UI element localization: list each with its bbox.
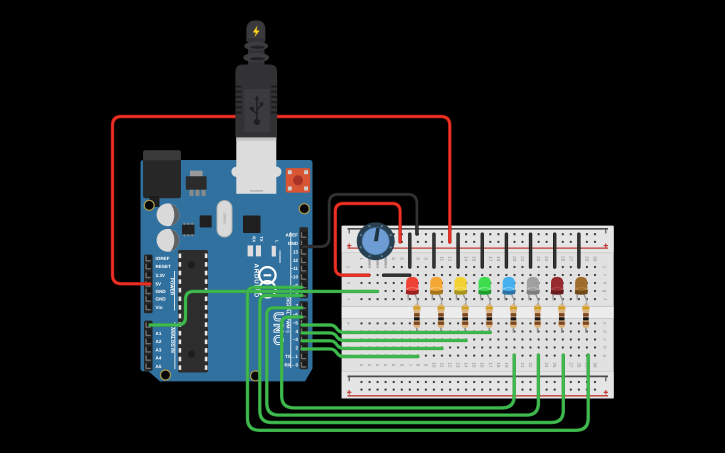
svg-text:14: 14 xyxy=(464,256,469,262)
svg-text:TX: TX xyxy=(259,236,264,242)
svg-text:12: 12 xyxy=(293,258,299,263)
svg-text:POWER: POWER xyxy=(169,278,174,296)
svg-text:j: j xyxy=(346,265,351,267)
svg-text:3: 3 xyxy=(375,364,380,367)
svg-text:17: 17 xyxy=(488,362,493,368)
svg-text:j: j xyxy=(602,265,607,267)
svg-text:GND: GND xyxy=(156,289,167,294)
svg-text:17: 17 xyxy=(488,256,493,262)
svg-text:26: 26 xyxy=(560,256,565,262)
svg-text:A3: A3 xyxy=(156,347,162,352)
svg-text:~3: ~3 xyxy=(293,337,299,342)
svg-text:16: 16 xyxy=(480,362,485,368)
svg-text:15: 15 xyxy=(472,256,477,262)
svg-text:8: 8 xyxy=(415,364,420,367)
svg-text:A4: A4 xyxy=(156,356,162,361)
svg-text:e: e xyxy=(602,322,607,325)
svg-text:i: i xyxy=(602,274,607,275)
svg-text:4: 4 xyxy=(383,364,388,367)
svg-text:29: 29 xyxy=(584,256,589,262)
svg-text:b: b xyxy=(602,346,607,349)
svg-text:Vin: Vin xyxy=(156,305,163,310)
svg-text:11: 11 xyxy=(440,256,445,261)
svg-text:16MHZ: 16MHZ xyxy=(223,213,227,226)
svg-text:GND: GND xyxy=(288,241,299,246)
svg-text:27: 27 xyxy=(568,256,573,262)
svg-text:d: d xyxy=(602,330,607,333)
svg-text:18: 18 xyxy=(496,362,501,368)
svg-text:TX→1: TX→1 xyxy=(285,354,298,359)
svg-text:GND: GND xyxy=(156,297,167,302)
svg-text:10: 10 xyxy=(431,362,436,368)
svg-text:ARDUINO: ARDUINO xyxy=(253,264,260,298)
svg-text:f: f xyxy=(602,298,607,300)
svg-text:18: 18 xyxy=(496,256,501,262)
svg-text:12: 12 xyxy=(448,256,453,262)
svg-text:9: 9 xyxy=(423,257,428,260)
svg-text:3.3V: 3.3V xyxy=(156,273,166,278)
svg-text:24: 24 xyxy=(544,362,549,368)
svg-text:1: 1 xyxy=(359,364,364,367)
svg-text:DIGITAL (PWM~): DIGITAL (PWM~) xyxy=(285,297,290,334)
svg-text:h: h xyxy=(602,282,607,285)
svg-text:A5: A5 xyxy=(156,364,162,369)
svg-text:25: 25 xyxy=(552,362,557,368)
svg-text:22: 22 xyxy=(528,362,533,368)
svg-text:RX: RX xyxy=(251,236,256,242)
svg-text:23: 23 xyxy=(536,256,541,262)
svg-text:1: 1 xyxy=(359,257,364,260)
svg-text:ANALOG IN: ANALOG IN xyxy=(170,327,175,353)
svg-text:12: 12 xyxy=(448,362,453,368)
svg-text:f: f xyxy=(346,298,351,300)
svg-text:24: 24 xyxy=(544,256,549,262)
svg-text:9: 9 xyxy=(423,364,428,367)
svg-text:6: 6 xyxy=(399,257,404,260)
svg-text:5V: 5V xyxy=(156,281,163,286)
svg-text:g: g xyxy=(602,290,607,293)
svg-text:A1: A1 xyxy=(156,331,162,336)
svg-text:13: 13 xyxy=(456,362,461,368)
svg-text:21: 21 xyxy=(520,256,525,262)
svg-text:~6: ~6 xyxy=(293,312,299,317)
svg-text:A2: A2 xyxy=(156,339,162,344)
svg-text:c: c xyxy=(602,338,607,341)
svg-text:e: e xyxy=(346,322,351,325)
svg-text:~11: ~11 xyxy=(290,266,298,271)
svg-text:28: 28 xyxy=(576,362,581,368)
svg-text:IOREF: IOREF xyxy=(156,256,170,261)
svg-text:L: L xyxy=(274,240,279,243)
svg-text:8: 8 xyxy=(415,257,420,260)
svg-text:30: 30 xyxy=(593,256,598,262)
svg-text:RX←0: RX←0 xyxy=(284,362,298,367)
svg-text:27: 27 xyxy=(568,362,573,368)
svg-text:~5: ~5 xyxy=(293,320,299,325)
svg-text:21: 21 xyxy=(520,362,525,368)
svg-text:13: 13 xyxy=(293,249,299,254)
svg-text:7: 7 xyxy=(407,364,412,367)
svg-text:h: h xyxy=(346,282,351,285)
svg-text:6: 6 xyxy=(399,364,404,367)
svg-text:15: 15 xyxy=(472,362,477,368)
svg-text:AREF: AREF xyxy=(285,233,298,238)
svg-text:a: a xyxy=(602,354,607,357)
svg-text:2: 2 xyxy=(295,346,298,351)
svg-text:20: 20 xyxy=(512,256,517,262)
svg-text:19: 19 xyxy=(504,362,509,368)
svg-text:11: 11 xyxy=(440,363,445,368)
svg-text:~9: ~9 xyxy=(293,283,299,288)
svg-text:30: 30 xyxy=(593,362,598,368)
svg-text:RESET: RESET xyxy=(156,264,172,269)
svg-text:4: 4 xyxy=(295,329,298,334)
svg-text:5: 5 xyxy=(391,257,396,260)
svg-text:2: 2 xyxy=(367,364,372,367)
svg-text:14: 14 xyxy=(464,362,469,368)
svg-text:~10: ~10 xyxy=(290,275,298,280)
svg-text:5: 5 xyxy=(391,364,396,367)
